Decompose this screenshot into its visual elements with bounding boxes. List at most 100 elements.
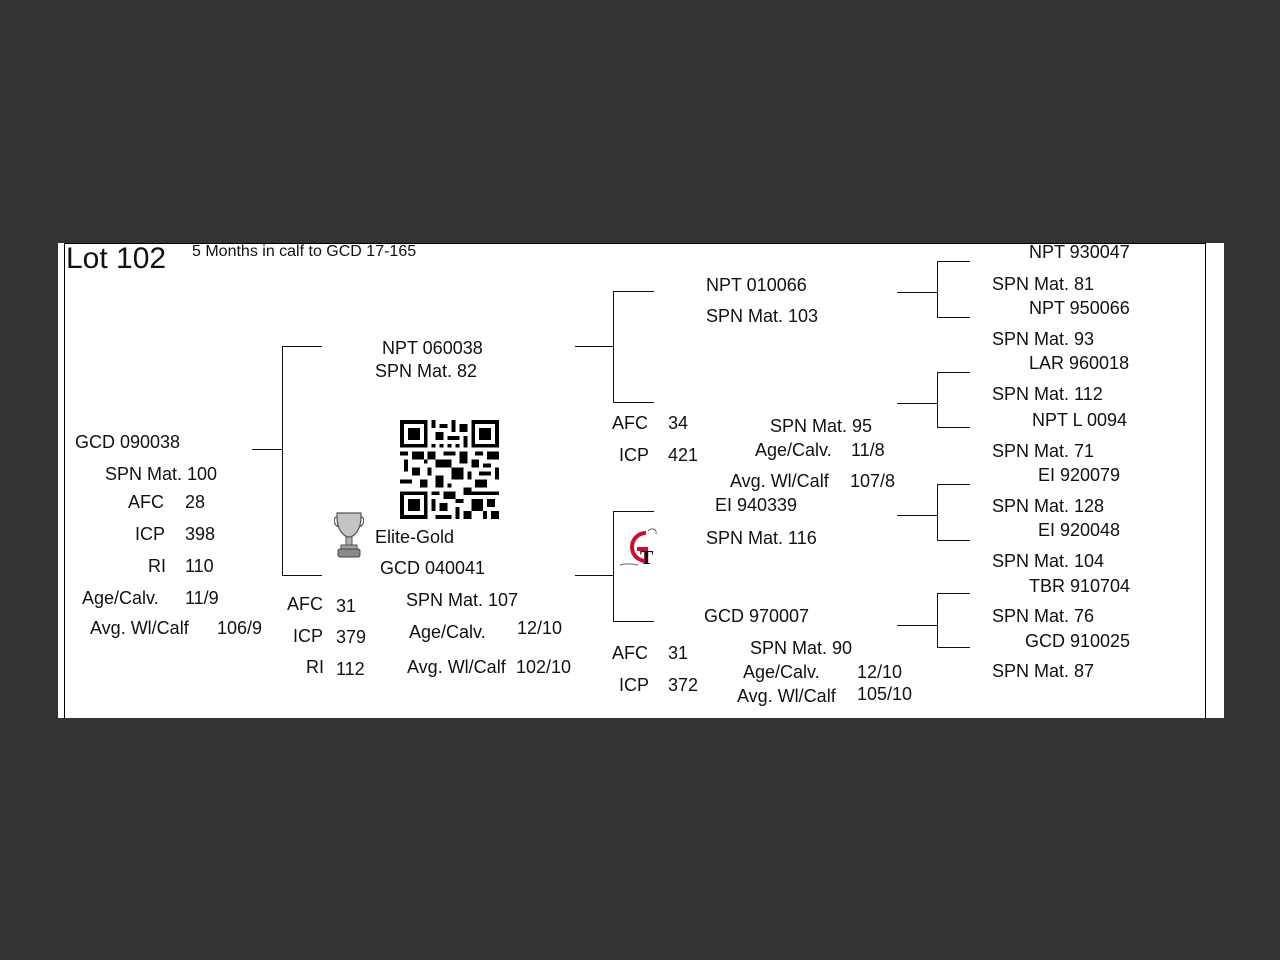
bracket-line — [897, 292, 938, 293]
bracket-line — [897, 403, 938, 404]
ggp-id: GCD 910025 — [1025, 631, 1131, 651]
ggp-id: TBR 910704 — [1029, 576, 1131, 596]
sire-dam-icp-label: ICP — [619, 445, 650, 465]
sire-dam-icp-value: 421 — [668, 445, 699, 465]
ggp-id: EI 920048 — [1038, 520, 1121, 540]
bracket-line — [282, 346, 322, 347]
ggp-spn: SPN Mat. 128 — [992, 496, 1105, 516]
bracket-line — [575, 575, 614, 576]
dam-dam-age-value: 12/10 — [857, 662, 903, 682]
ggp-id: LAR 960018 — [1029, 353, 1130, 373]
bracket-line — [937, 647, 970, 648]
dam-icp-label: ICP — [293, 626, 324, 646]
animal-icp-value: 398 — [185, 524, 216, 544]
animal-ri-label: RI — [148, 556, 166, 576]
animal-age-value: 11/9 — [185, 588, 219, 608]
dam-afc-value: 31 — [336, 596, 357, 616]
ggp-id: EI 920079 — [1038, 465, 1121, 485]
bracket-line — [613, 511, 654, 512]
page-border-top — [64, 243, 1206, 244]
trophy-icon — [334, 512, 364, 558]
dam-dam-spn: SPN Mat. 90 — [750, 638, 853, 658]
pedigree-page: Lot 102 5 Months in calf to GCD 17-165 G… — [58, 243, 1224, 718]
bracket-line — [937, 261, 970, 262]
bracket-line — [897, 515, 938, 516]
dam-dam-icp-label: ICP — [619, 675, 650, 695]
bracket-line — [937, 484, 938, 541]
sire-dam-wl-label: Avg. Wl/Calf — [730, 471, 829, 491]
gt-logo-icon: T — [619, 528, 657, 567]
dam-dam-wl-label: Avg. Wl/Calf — [737, 686, 836, 706]
ggp-spn: SPN Mat. 76 — [992, 606, 1095, 626]
bracket-line — [937, 261, 938, 318]
dam-dam-id: GCD 970007 — [704, 606, 810, 626]
dam-dam-wl-value: 105/10 — [857, 684, 913, 704]
sire-dam-wl-value: 107/8 — [850, 471, 896, 491]
ggp-spn: SPN Mat. 71 — [992, 441, 1095, 461]
ggp-spn: SPN Mat. 87 — [992, 661, 1095, 681]
dam-age-value: 12/10 — [517, 618, 563, 638]
ggp-spn: SPN Mat. 112 — [992, 384, 1103, 404]
bracket-line — [897, 625, 938, 626]
sire-sire-spn: SPN Mat. 103 — [706, 306, 819, 326]
bracket-line — [282, 346, 283, 576]
dam-icp-value: 379 — [336, 627, 367, 647]
sire-sire-id: NPT 010066 — [706, 275, 807, 295]
dam-sire-id: EI 940339 — [715, 495, 798, 515]
qr-code-icon — [400, 420, 499, 519]
dam-award: Elite-Gold — [375, 527, 455, 547]
bracket-line — [575, 346, 614, 347]
page-border-left — [64, 243, 65, 718]
bracket-line — [613, 511, 614, 622]
sire-spn: SPN Mat. 82 — [375, 361, 478, 381]
animal-icp-label: ICP — [135, 524, 166, 544]
bracket-line — [613, 291, 654, 292]
dam-id: GCD 040041 — [380, 558, 486, 578]
animal-ri-value: 110 — [185, 556, 214, 576]
ggp-id: NPT L 0094 — [1032, 410, 1128, 430]
ggp-spn: SPN Mat. 93 — [992, 329, 1095, 349]
bracket-line — [937, 427, 970, 428]
ggp-id: NPT 950066 — [1029, 298, 1130, 318]
animal-wl-value: 106/9 — [217, 618, 263, 638]
dam-spn: SPN Mat. 107 — [406, 590, 519, 610]
dam-dam-afc-value: 31 — [668, 643, 689, 663]
bracket-line — [937, 372, 938, 428]
animal-age-label: Age/Calv. — [82, 588, 159, 608]
bracket-line — [613, 402, 654, 403]
bracket-line — [937, 593, 938, 648]
dam-ri-value: 112 — [336, 659, 365, 679]
dam-dam-icp-value: 372 — [668, 675, 699, 695]
dam-dam-afc-label: AFC — [612, 643, 648, 663]
bracket-line — [937, 593, 970, 594]
dam-wl-label: Avg. Wl/Calf — [407, 657, 506, 677]
animal-afc-label: AFC — [128, 492, 164, 512]
ggp-spn: SPN Mat. 104 — [992, 551, 1105, 571]
animal-afc-value: 28 — [185, 492, 206, 512]
dam-age-label: Age/Calv. — [409, 622, 486, 642]
animal-id: GCD 090038 — [75, 432, 181, 452]
bracket-line — [613, 621, 654, 622]
bracket-line — [613, 291, 614, 403]
ggp-id: NPT 930047 — [1029, 243, 1130, 262]
lot-number: Lot 102 — [66, 243, 167, 275]
dam-dam-age-label: Age/Calv. — [743, 662, 820, 682]
bracket-line — [937, 317, 970, 318]
calf-note: 5 Months in calf to GCD 17-165 — [192, 243, 417, 260]
bracket-line — [937, 484, 970, 485]
sire-dam-age-value: 11/8 — [851, 440, 885, 460]
bracket-line — [937, 540, 970, 541]
sire-dam-age-label: Age/Calv. — [755, 440, 832, 460]
dam-ri-label: RI — [306, 657, 324, 677]
sire-dam-afc-label: AFC — [612, 413, 648, 433]
sire-id: NPT 060038 — [382, 338, 483, 358]
sire-dam-spn: SPN Mat. 95 — [770, 416, 873, 436]
animal-spn: SPN Mat. 100 — [105, 464, 218, 484]
page-border-right — [1205, 243, 1206, 718]
dam-afc-label: AFC — [287, 594, 323, 614]
sire-dam-afc-value: 34 — [668, 413, 689, 433]
bracket-line — [252, 449, 283, 450]
ggp-spn: SPN Mat. 81 — [992, 274, 1095, 294]
svg-text:T: T — [640, 547, 654, 567]
animal-wl-label: Avg. Wl/Calf — [90, 618, 189, 638]
